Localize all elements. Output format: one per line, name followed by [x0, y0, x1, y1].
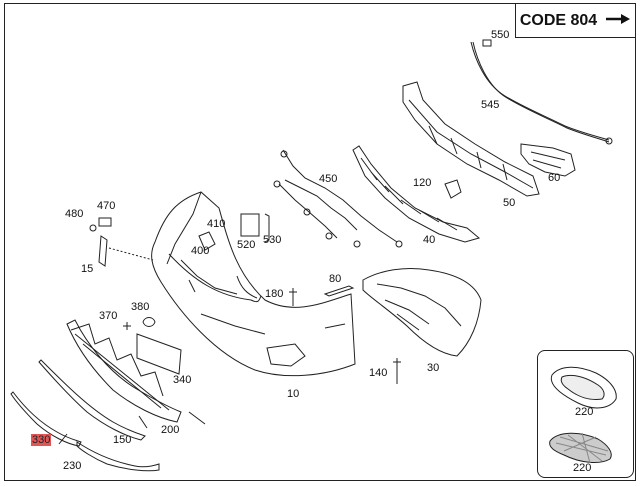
- label-470: 470: [97, 200, 116, 212]
- label-370: 340: [173, 374, 192, 386]
- mount-bracket-60: [520, 143, 576, 177]
- label-480: 480: [65, 208, 84, 220]
- label-410: 410: [207, 218, 226, 230]
- code-label: CODE 804: [519, 11, 598, 29]
- cable-545: [470, 41, 610, 141]
- label-30: 30: [427, 362, 440, 374]
- label-40: 40: [423, 234, 436, 246]
- trim-strip-80: [323, 285, 355, 297]
- label-140: 140: [369, 367, 388, 379]
- exploded-view: [10, 39, 613, 472]
- lip-strip-340: [10, 391, 82, 447]
- bolt-140: [393, 358, 401, 384]
- label-220: 220: [573, 462, 592, 474]
- label-15: 15: [81, 263, 94, 275]
- bracket-15: [98, 235, 108, 267]
- label-545: 545: [481, 99, 500, 111]
- mesh-insert-220: [549, 432, 612, 463]
- side-bracket-30: [362, 267, 482, 357]
- label-80: 80: [329, 273, 342, 285]
- cable-545-inner: [472, 41, 610, 143]
- label-450: 450: [319, 173, 338, 185]
- connector-550: [482, 39, 492, 47]
- label-230: 220: [575, 406, 594, 418]
- label-340-highlight[interactable]: 330: [31, 434, 52, 446]
- sensor-470: [98, 217, 112, 227]
- lip-spoiler-330: [76, 441, 160, 472]
- label-330: 230: [63, 460, 82, 472]
- plate-bracket-370: [136, 333, 182, 375]
- label-385: 380: [131, 301, 150, 313]
- parts-diagram: CODE 804: [4, 3, 636, 481]
- label-530: 530: [263, 234, 282, 246]
- nut-480: [89, 224, 97, 232]
- label-120: 120: [413, 177, 432, 189]
- impact-absorber-40: [352, 145, 481, 243]
- label-400: 400: [191, 245, 210, 257]
- label-180: 180: [265, 288, 284, 300]
- grommet-385: [142, 317, 156, 327]
- label-150: 150: [113, 434, 132, 446]
- lower-trim-150: [38, 359, 146, 441]
- label-60: 60: [548, 172, 561, 184]
- sensor-holder-400: [198, 231, 216, 251]
- fog-cover-230: [550, 366, 617, 409]
- harness-450: [282, 149, 398, 243]
- screw-380: [123, 322, 131, 330]
- label-200: 200: [161, 424, 180, 436]
- bumper-cover-10: [151, 191, 356, 377]
- label-520: 520: [237, 239, 256, 251]
- clip-120: [444, 179, 462, 199]
- sensor-520: [240, 213, 260, 237]
- reinforcement-beam-50: [402, 81, 540, 197]
- fastener-180: [289, 288, 297, 306]
- label-380: 370: [99, 310, 118, 322]
- label-50: 50: [503, 197, 516, 209]
- inset-panel: [537, 350, 634, 478]
- grille-200: [66, 319, 182, 423]
- arrow-right-icon: [605, 12, 631, 30]
- code-box: CODE 804: [515, 4, 635, 38]
- label-550: 550: [491, 29, 510, 41]
- label-10: 10: [287, 388, 300, 400]
